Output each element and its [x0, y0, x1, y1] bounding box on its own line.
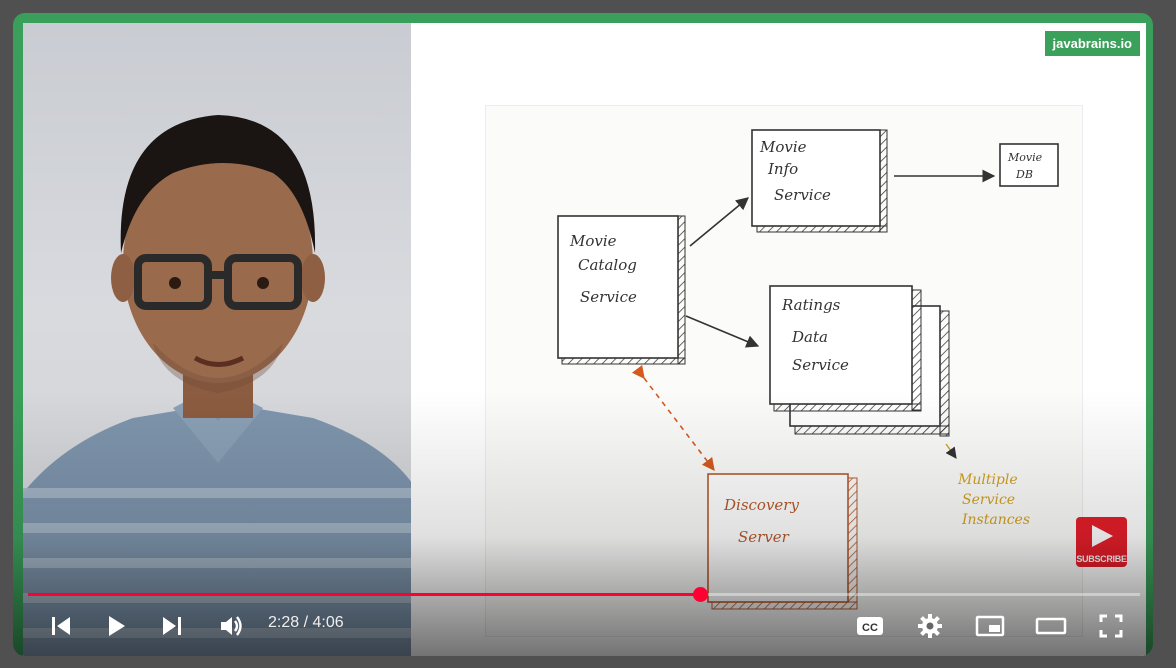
ratings-line2: Data [791, 328, 828, 346]
miniplayer-icon[interactable] [970, 608, 1010, 644]
theater-mode-icon[interactable] [1030, 608, 1072, 644]
diagram-paper: Movie Info Service Movie DB Movie Catalo… [485, 105, 1083, 637]
arrow-catalog-to-ratings [685, 315, 760, 348]
movie-info-service-box [751, 129, 888, 233]
note-pointer [945, 443, 957, 459]
svg-text:CC: CC [862, 622, 878, 634]
progress-fill [28, 593, 700, 596]
note-line3: Instances [961, 512, 1030, 528]
volume-icon[interactable] [213, 608, 249, 644]
movie-catalog-line3: Service [580, 288, 637, 306]
watermark: javabrains.io [1044, 31, 1140, 56]
discovery-line1: Discovery [723, 496, 799, 514]
movie-db-box [999, 143, 1059, 187]
progress-bar[interactable] [28, 587, 1140, 602]
play-triangle-icon [1092, 525, 1113, 547]
progress-scrubber[interactable] [692, 587, 708, 602]
movie-catalog-service-box [557, 215, 686, 365]
movie-info-line2: Info [767, 160, 798, 178]
gear-icon[interactable] [912, 608, 948, 644]
ratings-line3: Service [792, 356, 849, 374]
arrow-catalog-to-info [689, 197, 749, 247]
subscribe-button[interactable]: SUBSCRIBE [1076, 517, 1127, 567]
presenter-figure [23, 115, 412, 656]
whiteboard-panel: javabrains.io [411, 23, 1146, 656]
play-icon[interactable] [99, 608, 133, 644]
captions-icon[interactable]: CC [852, 608, 888, 644]
note-line2: Service [962, 492, 1015, 508]
architecture-diagram: Movie Info Service Movie DB Movie Catalo… [557, 129, 1059, 610]
movie-db-line1: Movie [1007, 151, 1043, 164]
movie-catalog-line2: Catalog [578, 256, 637, 274]
movie-catalog-line1: Movie [569, 232, 617, 250]
skip-previous-icon[interactable] [44, 608, 78, 644]
time-display: 2:28 / 4:06 [268, 614, 344, 631]
ratings-line1: Ratings [781, 296, 841, 314]
presenter-video [23, 23, 412, 656]
movie-db-line2: DB [1015, 168, 1033, 181]
video-frame[interactable]: javabrains.io [13, 13, 1153, 656]
skip-next-icon[interactable] [155, 608, 189, 644]
movie-info-line1: Movie [759, 138, 807, 156]
discovery-line2: Server [738, 528, 790, 546]
note-line1: Multiple [957, 472, 1018, 488]
subscribe-label: SUBSCRIBE [1076, 554, 1127, 564]
movie-info-line3: Service [774, 186, 831, 204]
fullscreen-icon[interactable] [1092, 608, 1130, 644]
arrow-catalog-discovery [631, 364, 715, 472]
